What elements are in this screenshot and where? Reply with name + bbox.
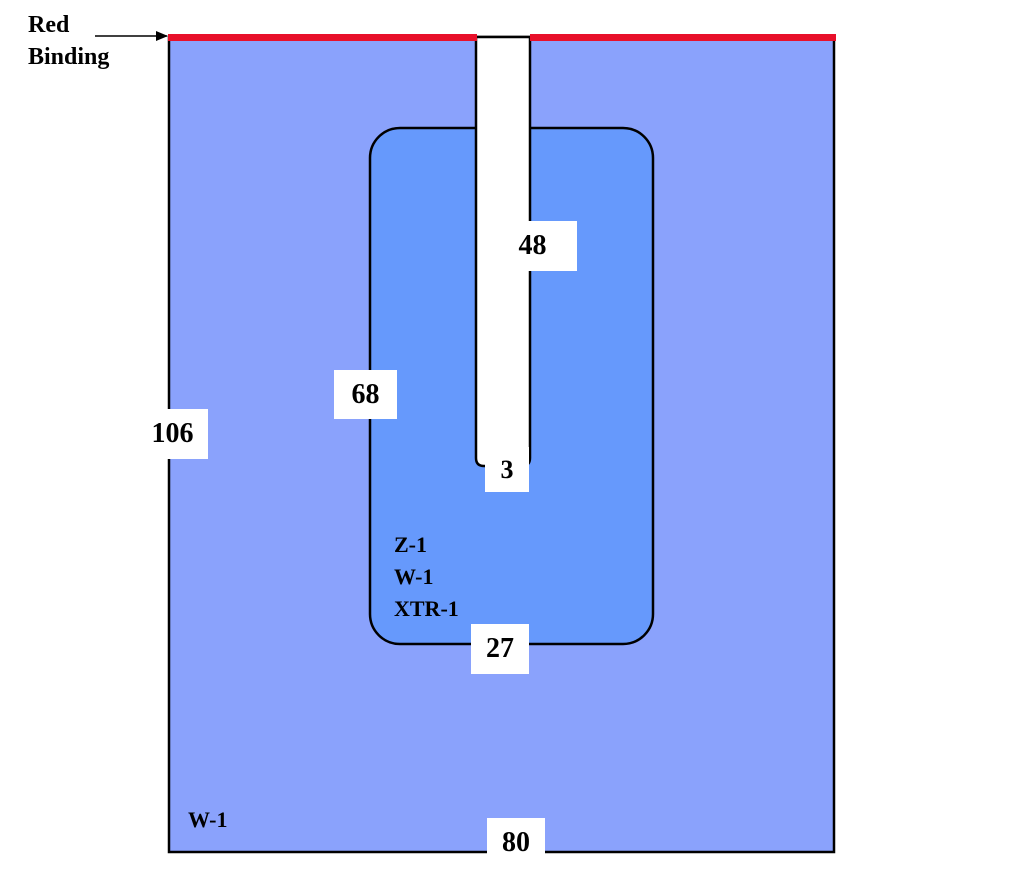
outer-width-label: 80 [487, 818, 545, 868]
binding-label-line2: Binding [28, 44, 110, 70]
inner-material-1: Z-1 [394, 532, 427, 557]
inner-height-label: 68 [334, 370, 397, 419]
inner-material-2: W-1 [394, 564, 434, 589]
inner-material-3: XTR-1 [394, 596, 459, 621]
inner-width-label: 27 [471, 624, 529, 674]
outer-height-label: 106 [137, 409, 208, 459]
slot-width-label: 3 [485, 447, 529, 492]
outer-material: W-1 [188, 807, 228, 832]
binding-label-line1: Red [28, 12, 70, 38]
slot-length-label: 48 [488, 221, 577, 271]
